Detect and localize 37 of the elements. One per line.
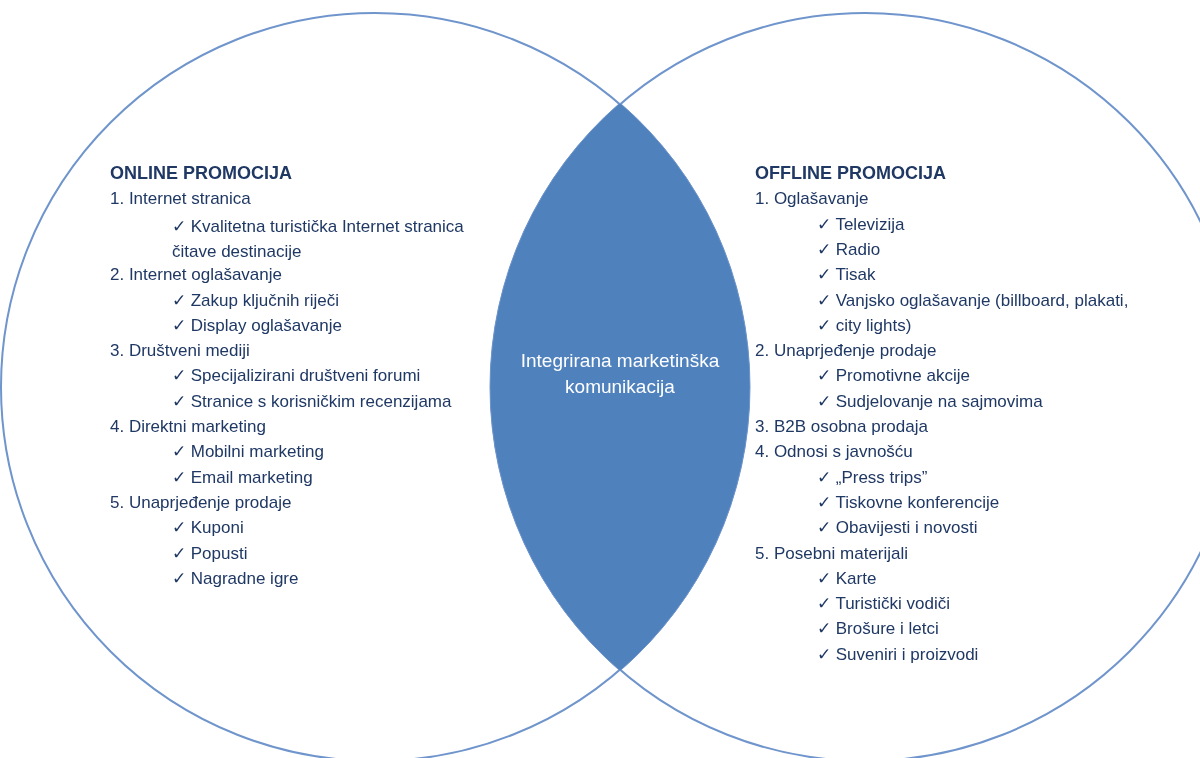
sub-list-item: ✓ Sudjelovanje na sajmovima — [817, 390, 1043, 412]
list-item: 1. Internet stranica — [110, 188, 251, 210]
sub-list-item: ✓ Radio — [817, 238, 881, 260]
sub-list-item: ✓ Kvalitetna turistička Internet stranica čitave destinacije — [172, 215, 465, 263]
list-item: 3. B2B osobna prodaja — [755, 416, 928, 437]
section-heading: OFFLINE PROMOCIJA — [755, 163, 946, 184]
list-item: 4. Odnosi s javnošću — [755, 441, 913, 463]
center-label: Integrirana marketinška komunikacija — [520, 349, 720, 399]
sub-list-item: ✓ Mobilni marketing — [172, 441, 324, 463]
list-item: 5. Posebni materijali — [755, 542, 909, 564]
sub-list-item: ✓ Tisak — [817, 264, 876, 286]
sub-list-item: ✓ Suveniri i proizvodi — [817, 643, 979, 665]
sub-list-item: ✓ „Press trips” — [817, 466, 928, 488]
section-heading: ONLINE PROMOCIJA — [110, 163, 292, 184]
sub-list-item: ✓ Obavijesti i novosti — [817, 517, 978, 539]
sub-list-item: ✓ Popusti — [172, 542, 248, 564]
sub-list-item: ✓ Specijalizirani društveni forumi — [172, 365, 421, 387]
list-item: 2. Internet oglašavanje — [110, 264, 282, 286]
sub-list-item: ✓ Email marketing — [172, 466, 313, 488]
sub-list-item: ✓ Display oglašavanje — [172, 314, 342, 336]
list-item: 5. Unaprjeđenje prodaje — [110, 491, 292, 513]
list-item: 1. Oglašavanje — [755, 188, 869, 210]
sub-list-item: ✓ Tiskovne konferencije — [817, 491, 1000, 513]
sub-list-item: ✓ Turistički vodiči — [817, 593, 951, 615]
list-item: 2. Unaprjeđenje prodaje — [755, 340, 937, 362]
sub-list-item: ✓ Televizija — [817, 213, 905, 235]
sub-list-item: ✓ Nagradne igre — [172, 567, 299, 589]
sub-list-item: ✓ Kuponi — [172, 517, 244, 539]
list-item: 4. Direktni marketing — [110, 416, 266, 437]
list-item: 3. Društveni mediji — [110, 340, 250, 362]
sub-list-item: ✓ Zakup ključnih riječi — [172, 289, 340, 311]
sub-list-item: ✓ Brošure i letci — [817, 618, 939, 640]
sub-list-item: ✓ Stranice s korisničkim recenzijama — [172, 390, 452, 412]
sub-list-item: ✓ Promotivne akcije — [817, 365, 970, 387]
sub-list-item: ✓ Karte — [817, 567, 877, 589]
sub-list-item: ✓ city lights) — [817, 314, 912, 336]
sub-list-item: ✓ Vanjsko oglašavanje (billboard, plakati, — [817, 289, 1129, 311]
